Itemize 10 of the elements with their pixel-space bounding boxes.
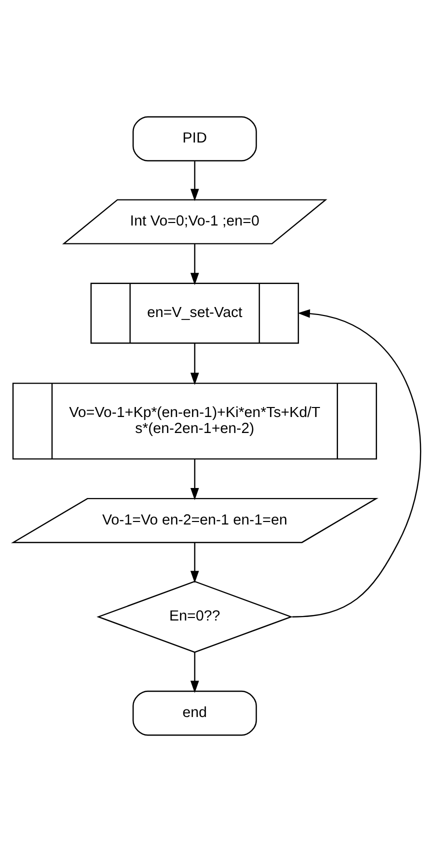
arrow <box>190 542 199 583</box>
node-box: end <box>132 690 257 736</box>
node-box: PID <box>132 116 257 161</box>
node-diamond: En=0?? <box>96 580 293 652</box>
arrow <box>292 308 421 617</box>
arrow <box>190 652 199 693</box>
arrow <box>190 458 199 500</box>
arrow <box>190 160 199 201</box>
arrow <box>190 342 199 385</box>
arrow <box>190 244 199 285</box>
